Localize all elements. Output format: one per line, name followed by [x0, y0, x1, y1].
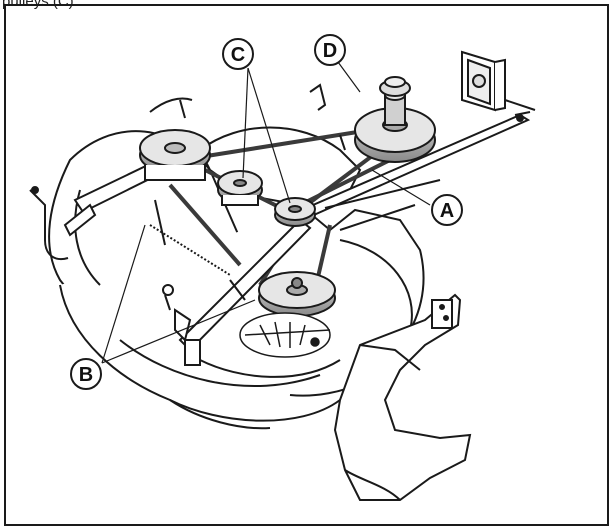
mounting-bracket	[461, 50, 536, 112]
illustration-frame	[4, 4, 609, 526]
svg-text:C: C	[231, 44, 245, 66]
svg-text:A: A	[440, 200, 454, 222]
svg-text:D: D	[323, 40, 337, 62]
pulley-left-spindle	[139, 129, 211, 181]
discharge-chute	[333, 293, 472, 501]
idler-pulley-c1	[217, 170, 263, 206]
pulley-front-spindle	[258, 271, 336, 317]
svg-text:B: B	[79, 364, 93, 386]
callout-a: A	[431, 194, 463, 226]
callout-d: D	[314, 34, 346, 66]
idler-pulley-c2	[274, 197, 316, 227]
engine-drive-pulley-d	[354, 76, 436, 163]
belt-guide-clips	[29, 83, 346, 342]
callout-c: C	[222, 38, 254, 70]
callout-b: B	[70, 358, 102, 390]
leader-lines	[101, 61, 431, 364]
blade-assembly	[239, 312, 331, 358]
